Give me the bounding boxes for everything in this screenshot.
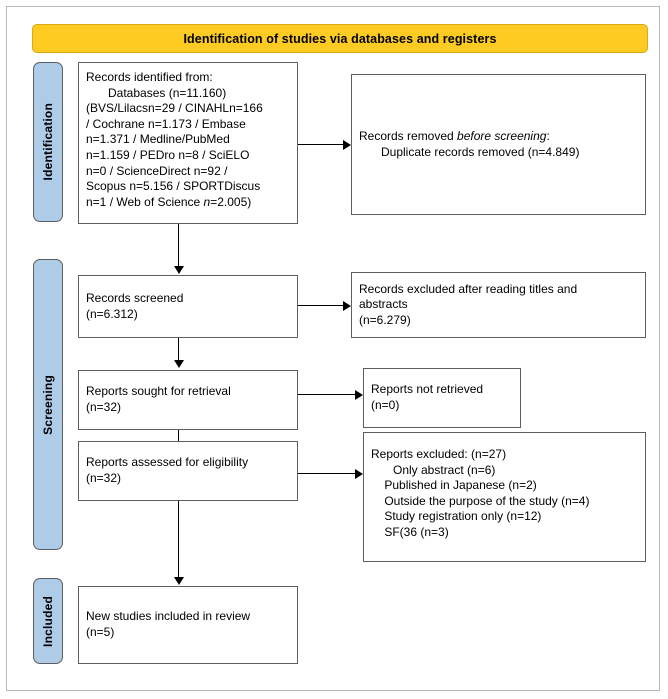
records-excluded-label: Records excluded after reading titles an… bbox=[359, 281, 578, 312]
box-records-identified-text: Records identified from: Databases (n=11… bbox=[79, 63, 270, 210]
records-screened-count: (n=6.312) bbox=[86, 306, 138, 321]
box-reports-assessed: Reports assessed for eligibility (n=32) bbox=[78, 441, 298, 501]
arrowhead-assessed-to-included bbox=[173, 577, 184, 585]
records-identified-detail: (BVS/Lilacsn=29 / CINAHLn=166 / Cochrane… bbox=[86, 101, 263, 209]
connector-assessed-to-included bbox=[178, 501, 179, 579]
records-excluded-count: (n=6.279) bbox=[359, 312, 411, 327]
phase-tab-screening: Screening bbox=[33, 259, 63, 550]
connector-assessed-to-excluded bbox=[298, 473, 355, 474]
records-removed-suffix: : bbox=[546, 128, 550, 143]
connector-identified-to-removed bbox=[298, 144, 343, 145]
phase-tab-identification: Identification bbox=[33, 62, 63, 222]
diagram-header-banner: Identification of studies via databases … bbox=[32, 24, 648, 53]
arrowhead-assessed-to-excluded bbox=[355, 468, 363, 479]
reports-sought-count: (n=32) bbox=[86, 400, 122, 414]
arrowhead-identified-to-screened bbox=[173, 266, 184, 274]
reports-assessed-count: (n=32) bbox=[86, 471, 122, 485]
records-screened-label: Records screened bbox=[86, 290, 184, 305]
connector-sought-to-not-retrieved bbox=[298, 394, 355, 395]
box-records-excluded-text: Records excluded after reading titles an… bbox=[352, 282, 584, 329]
box-new-studies-included: New studies included in review (n=5) bbox=[78, 586, 298, 664]
phase-tab-included: Included bbox=[33, 578, 63, 664]
records-removed-italic: before screening bbox=[457, 128, 547, 143]
phase-tab-screening-label: Screening bbox=[41, 374, 55, 435]
connector-identified-to-screened bbox=[178, 224, 179, 268]
box-records-removed: Records removed before screening: Duplic… bbox=[351, 74, 646, 215]
phase-tab-included-label: Included bbox=[41, 595, 55, 647]
diagram-title: Identification of studies via databases … bbox=[183, 31, 497, 46]
box-reports-sought: Reports sought for retrieval (n=32) bbox=[78, 370, 298, 430]
box-reports-not-retrieved: Reports not retrieved (n=0) bbox=[363, 368, 521, 428]
reports-excluded-heading: Reports excluded: (n=27) bbox=[371, 447, 507, 461]
box-records-screened-text: Records screened (n=6.312) bbox=[79, 291, 190, 322]
box-records-identified: Records identified from: Databases (n=11… bbox=[78, 62, 298, 224]
box-records-removed-text: Records removed before screening: Duplic… bbox=[352, 129, 586, 160]
reports-not-retrieved-count: (n=0) bbox=[371, 398, 400, 412]
reports-not-retrieved-label: Reports not retrieved bbox=[371, 382, 484, 397]
records-identified-databases: Databases (n=11.160) bbox=[108, 85, 227, 100]
connector-screened-to-excluded bbox=[298, 305, 343, 306]
connector-screened-to-sought bbox=[178, 338, 179, 362]
records-removed-line2: Duplicate records removed (n=4.849) bbox=[381, 144, 580, 159]
reports-assessed-label: Reports assessed for eligibility bbox=[86, 455, 249, 470]
new-studies-included-count: (n=5) bbox=[86, 625, 115, 639]
box-new-studies-included-text: New studies included in review (n=5) bbox=[79, 609, 257, 640]
arrowhead-identified-to-removed bbox=[343, 139, 351, 150]
records-removed-prefix: Records removed bbox=[359, 128, 458, 143]
reports-sought-label: Reports sought for retrieval bbox=[86, 384, 231, 399]
box-reports-excluded: Reports excluded: (n=27) Only abstract (… bbox=[363, 432, 646, 562]
box-reports-not-retrieved-text: Reports not retrieved (n=0) bbox=[364, 382, 490, 413]
new-studies-included-label: New studies included in review bbox=[86, 609, 251, 624]
arrowhead-screened-to-sought bbox=[173, 360, 184, 368]
records-identified-title: Records identified from: bbox=[86, 70, 213, 84]
box-reports-sought-text: Reports sought for retrieval (n=32) bbox=[79, 384, 238, 415]
box-records-screened: Records screened (n=6.312) bbox=[78, 275, 298, 338]
phase-tab-identification-label: Identification bbox=[41, 103, 55, 181]
box-reports-excluded-text: Reports excluded: (n=27) Only abstract (… bbox=[364, 433, 596, 541]
arrowhead-screened-to-excluded bbox=[343, 300, 351, 311]
reports-excluded-reasons: Only abstract (n=6) Published in Japanes… bbox=[384, 462, 590, 539]
box-reports-assessed-text: Reports assessed for eligibility (n=32) bbox=[79, 455, 255, 486]
box-records-excluded: Records excluded after reading titles an… bbox=[351, 272, 646, 338]
records-identified-italic-n: n bbox=[203, 194, 211, 209]
arrowhead-sought-to-not-retrieved bbox=[355, 389, 363, 400]
records-identified-detail-tail: =2.005) bbox=[210, 194, 252, 209]
